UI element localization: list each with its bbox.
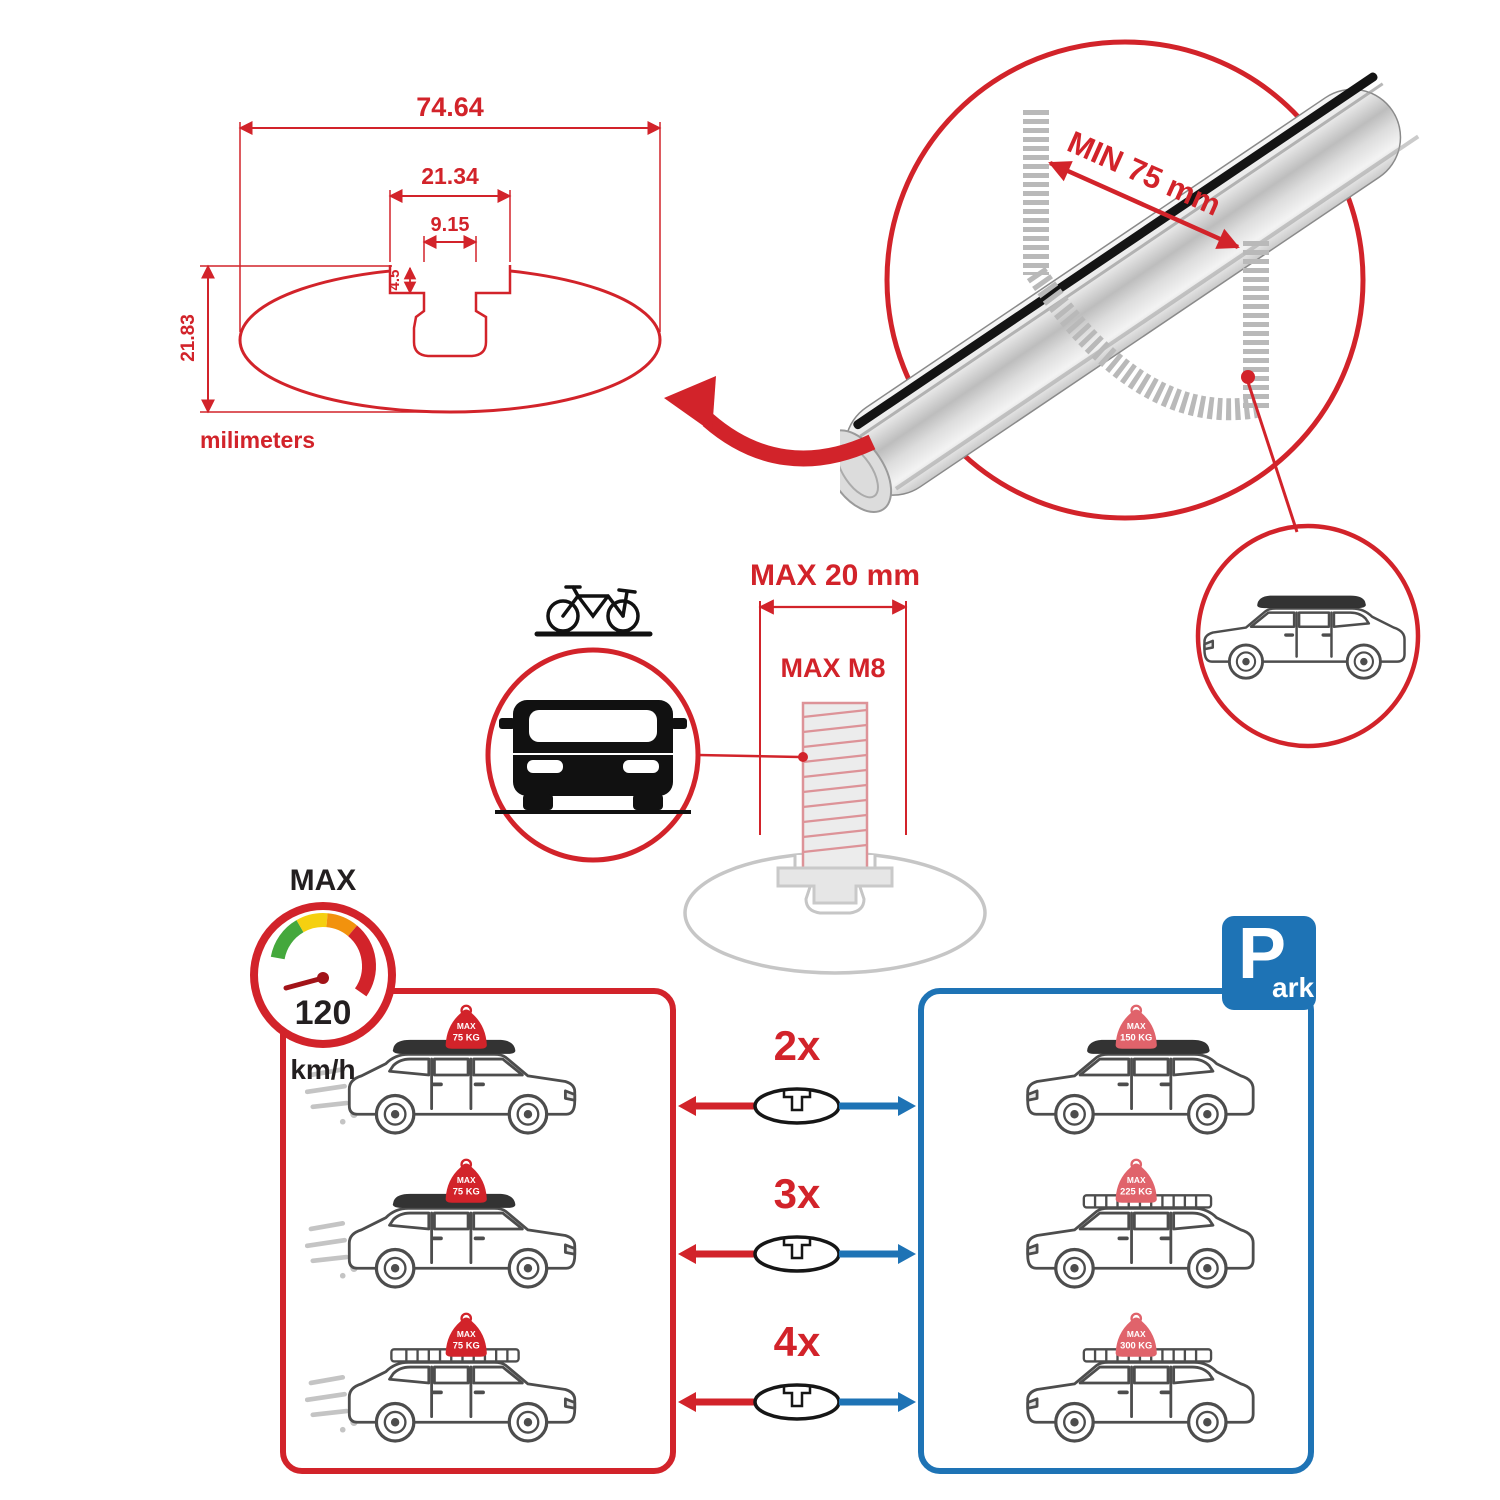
bar-count-icon-2 (678, 1235, 916, 1273)
cone-max-label: MAX (457, 1021, 476, 1031)
cross-section-drawing: 74.64 21.34 9.15 4.5 21.83 milimeters (178, 92, 662, 453)
cone-load-value: 75 KG (453, 1340, 480, 1350)
crossbar-profile-icon (753, 1235, 841, 1273)
speedometer: 120 (250, 902, 396, 1048)
cone-load-value: 75 KG (453, 1032, 480, 1042)
speed-value: 120 (295, 994, 352, 1032)
callout-dot (1241, 370, 1255, 384)
cone-load-value: 75 KG (453, 1186, 480, 1196)
dim-total-width: 74.64 (416, 92, 484, 122)
parked-car-2: MAX 225 KG (1025, 1158, 1256, 1289)
left-arrow-icon (678, 1244, 696, 1264)
speed-unit: km/h (290, 1054, 356, 1085)
car-front-icon (495, 700, 691, 814)
multiplier-2x: 2x (773, 1022, 821, 1069)
aluminum-crossbar (840, 72, 1420, 514)
bicycle-icon (534, 585, 653, 637)
cone-max-label: MAX (457, 1175, 476, 1185)
dim-slot-inner: 9.15 (431, 214, 470, 236)
park-sign-suffix: ark (1272, 972, 1315, 1003)
dim-slot-step: 4.5 (386, 270, 403, 291)
clamp-strap-bottom (1026, 266, 1258, 421)
driving-panel (280, 988, 676, 1474)
roofbox-car-circle (1195, 523, 1421, 749)
left-arrow-icon (678, 1096, 696, 1116)
left-arrow-icon (678, 1392, 696, 1412)
bar-count-icon-3 (678, 1383, 916, 1421)
bolt-diagram: MAX 20 mm MAX M8 (683, 559, 987, 975)
t-bolt (776, 701, 894, 905)
speedometer-pivot (317, 972, 329, 984)
cone-max-label: MAX (1127, 1175, 1146, 1185)
dim-slot-outer: 21.34 (421, 163, 479, 189)
crossbar-profile-icon (753, 1383, 841, 1421)
cone-load-value: 225 KG (1120, 1186, 1152, 1196)
profile-t-slot (388, 265, 512, 358)
bolt-max-thread-label: MAX M8 (780, 653, 885, 683)
right-arrow-icon (898, 1244, 916, 1264)
multiplier-4x: 4x (773, 1318, 821, 1365)
units-label: milimeters (200, 427, 315, 453)
driving-car-2: MAX 75 KG (305, 1158, 577, 1289)
right-arrow-icon (898, 1392, 916, 1412)
driving-car-3: MAX 75 KG (305, 1312, 577, 1443)
cone-max-label: MAX (457, 1329, 476, 1339)
crossbar-zoom-circle: MIN 75 mm (840, 39, 1420, 521)
bike-car-circle (485, 585, 701, 863)
bolt-max-width-label: MAX 20 mm (750, 559, 920, 592)
speedometer-gauge (270, 913, 376, 997)
speed-max-label: MAX (289, 864, 357, 897)
cone-max-label: MAX (1127, 1021, 1146, 1031)
bar-count-icon-1 (678, 1087, 916, 1125)
min-span-arrow (1048, 160, 1240, 250)
multiplier-3x: 3x (773, 1170, 821, 1217)
driving-car-1: MAX 75 KG (305, 1004, 577, 1135)
parking-panel (918, 988, 1314, 1474)
cone-load-value: 150 KG (1120, 1032, 1152, 1042)
parked-car-3: MAX 300 KG (1025, 1312, 1256, 1443)
park-sign-initial: P (1238, 914, 1287, 994)
park-sign: P ark (1222, 916, 1316, 1010)
dim-total-height: 21.83 (178, 314, 199, 362)
cone-max-label: MAX (1127, 1329, 1146, 1339)
cone-load-value: 300 KG (1120, 1340, 1152, 1350)
speedometer-needle (283, 975, 326, 991)
crossbar-profile-icon (753, 1087, 841, 1125)
right-arrow-icon (898, 1096, 916, 1116)
parked-car-1: MAX 150 KG (1025, 1004, 1256, 1135)
